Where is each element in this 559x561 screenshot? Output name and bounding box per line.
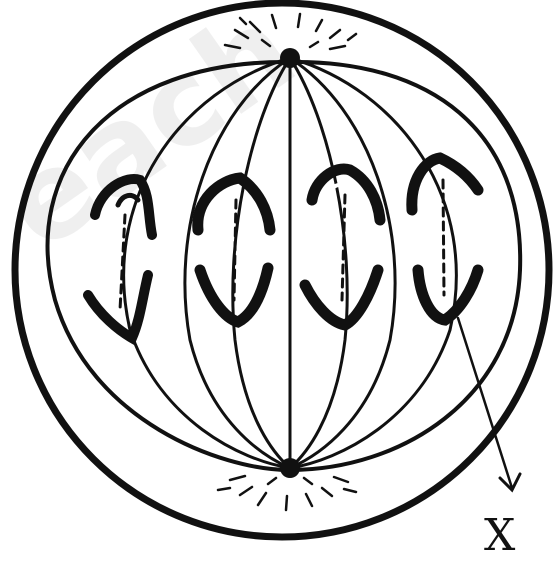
chromatid-upper [198, 178, 270, 230]
chromosome-pair-2 [198, 178, 270, 322]
spindle-fibre [290, 58, 456, 468]
chromosome-pair-4 [412, 158, 478, 320]
chromatid-lower [88, 275, 148, 338]
centromere-link [443, 180, 444, 295]
label-x: X [484, 510, 516, 561]
spindle-fibre [290, 58, 395, 468]
chromosome-pair-3 [305, 169, 380, 325]
chromatid-lower [418, 270, 478, 320]
chromatid-upper-inner [330, 184, 356, 192]
centromere-link [234, 200, 236, 300]
spindle-fibre [290, 58, 347, 468]
